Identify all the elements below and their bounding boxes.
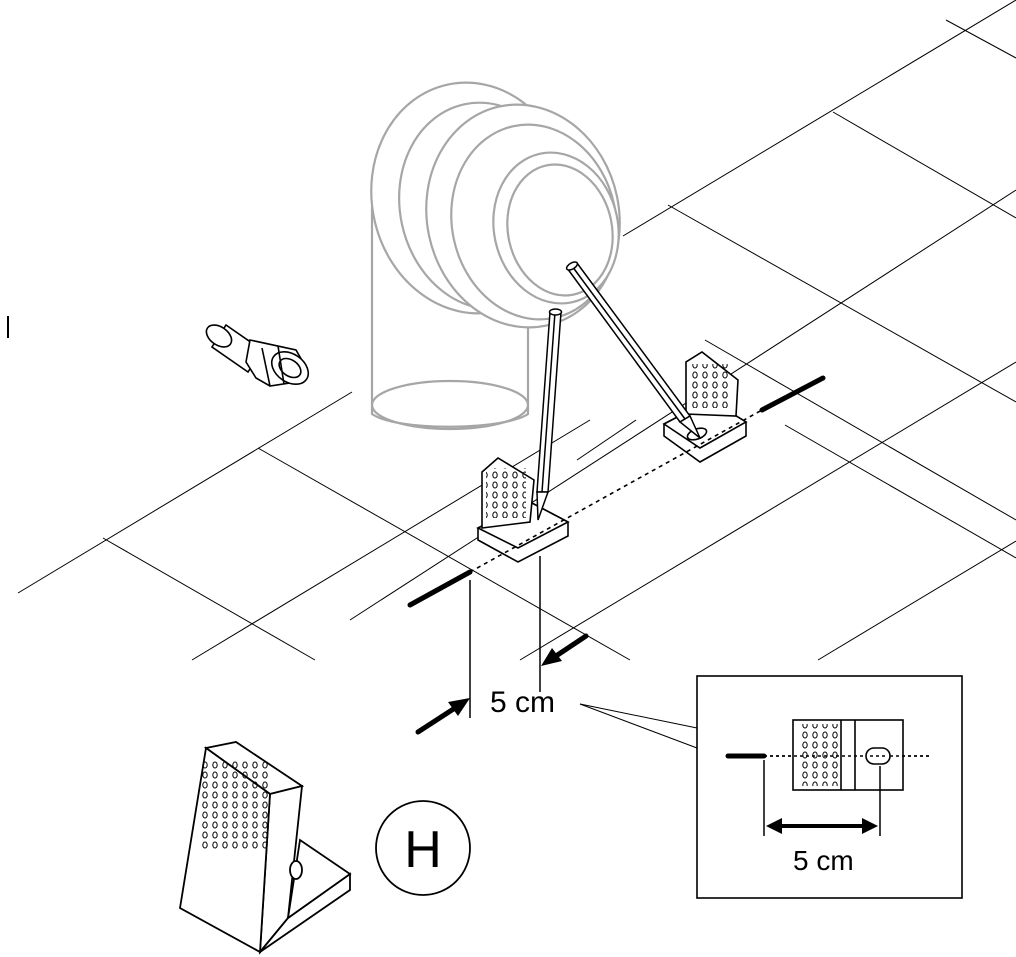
mounting-bracket-icon: [764, 719, 930, 791]
dimension-arrow: [415, 698, 470, 735]
callout-lines: [579, 703, 698, 749]
pencil-icon: [565, 261, 701, 439]
wc-pan-connector-pipe-icon: [370, 81, 621, 431]
fitting-nut-icon: [205, 323, 310, 387]
floor-grid: [17, 0, 1016, 661]
dimension-arrow: [541, 633, 589, 666]
dimension-label: 5 cm: [490, 686, 555, 719]
dimension-lines: [469, 556, 541, 718]
reference-line: [407, 375, 826, 608]
pencil-icon: [536, 308, 563, 521]
mounting-bracket-icon: [476, 457, 570, 563]
part-badge: H: [375, 800, 471, 896]
inset-dimension-label: 5 cm: [793, 845, 854, 876]
inset-detail: 5 cm: [696, 675, 963, 899]
part-letter: H: [404, 821, 442, 879]
mounting-bracket-icon: [179, 741, 352, 955]
